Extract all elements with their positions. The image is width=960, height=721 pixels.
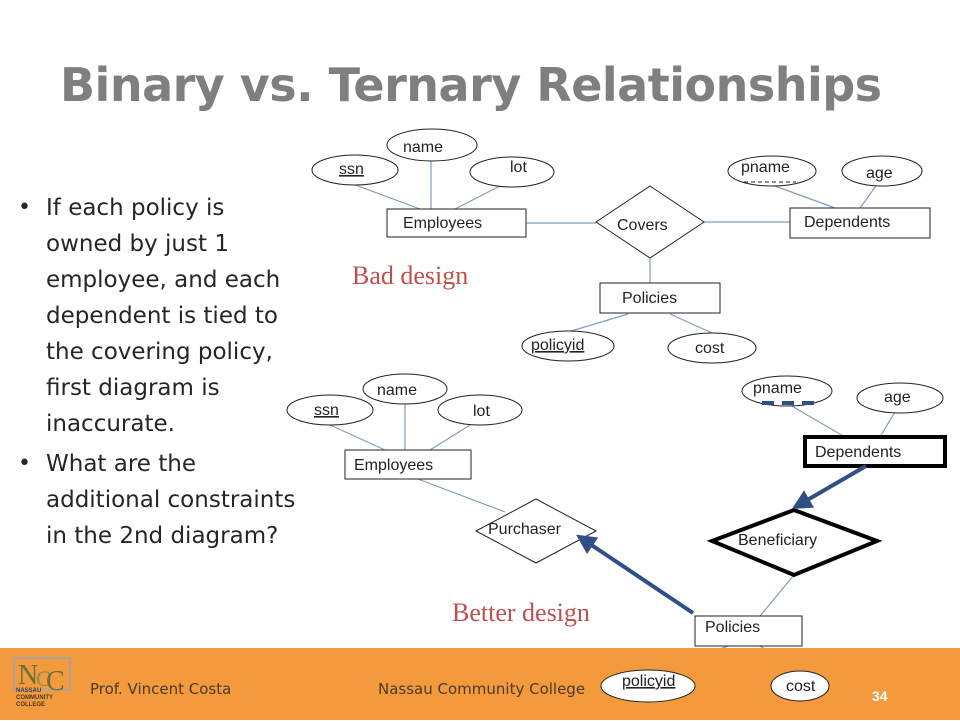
relationship-beneficiary bbox=[706, 507, 883, 578]
attribute-age-label: age bbox=[866, 165, 893, 182]
slide-title: Binary vs. Ternary Relationships bbox=[60, 58, 882, 112]
attribute-pname bbox=[727, 155, 817, 187]
entity-policies-label: Policies bbox=[705, 619, 760, 636]
connector-line bbox=[774, 185, 836, 209]
footer-diagram-tail: policyid cost bbox=[600, 669, 830, 703]
entity-dependents-label: Dependents bbox=[804, 214, 890, 231]
key-constraint-arrow bbox=[576, 534, 695, 615]
attribute-ssn-label: ssn bbox=[314, 402, 339, 419]
attribute-policyid-label: policyid bbox=[622, 673, 675, 690]
entity-dependents-label: Dependents bbox=[815, 444, 901, 461]
attribute-name bbox=[386, 128, 478, 162]
attribute-lot bbox=[437, 394, 523, 426]
attribute-lot-label: lot bbox=[510, 159, 527, 176]
footer-college: Nassau Community College bbox=[378, 680, 586, 698]
entity-employees-label: Employees bbox=[403, 215, 482, 232]
entity-employees bbox=[386, 208, 527, 238]
connector-line bbox=[759, 574, 795, 617]
attribute-age bbox=[856, 382, 944, 414]
attribute-pname bbox=[741, 375, 833, 407]
attribute-ssn-label: ssn bbox=[339, 161, 364, 178]
entity-policies-label: Policies bbox=[622, 290, 677, 307]
relationship-purchaser-label: Purchaser bbox=[488, 521, 562, 538]
attribute-pname-label: pname bbox=[753, 380, 802, 397]
connector-line bbox=[329, 424, 386, 451]
attribute-policyid bbox=[600, 669, 696, 703]
attribute-age-label: age bbox=[884, 389, 911, 406]
entity-employees bbox=[344, 449, 472, 480]
entity-dependents bbox=[803, 435, 947, 468]
attribute-lot-label: lot bbox=[473, 403, 490, 420]
footer-bar: N C C NASSAU COMMUNITY COLLEGE Prof. Vin… bbox=[0, 648, 960, 720]
svg-text:N: N bbox=[18, 660, 38, 691]
attribute-name bbox=[362, 373, 448, 405]
college-logo-text: NASSAU COMMUNITY COLLEGE bbox=[16, 688, 53, 708]
attribute-cost-label: cost bbox=[695, 340, 725, 357]
attribute-policyid bbox=[521, 330, 615, 362]
bullet-list: If each policy is owned by just 1 employ… bbox=[14, 190, 304, 558]
attribute-lot bbox=[469, 156, 555, 188]
caption-bad-design: Bad design bbox=[352, 261, 468, 290]
entity-policies bbox=[694, 615, 803, 647]
connector-line bbox=[879, 411, 896, 438]
attribute-cost-label: cost bbox=[786, 678, 816, 695]
attribute-ssn bbox=[286, 394, 374, 426]
college-logo-mark: N C C bbox=[13, 657, 71, 697]
connector-line bbox=[859, 182, 879, 209]
connector-line bbox=[789, 404, 846, 438]
bottom-diagram: name ssn lot pname age Employees Depende… bbox=[286, 373, 947, 672]
attribute-cost bbox=[770, 670, 830, 702]
entity-policies bbox=[599, 282, 721, 314]
bullet-item: What are the additional constraints in t… bbox=[14, 446, 304, 554]
relationship-covers bbox=[595, 185, 705, 259]
connector-line bbox=[567, 313, 629, 333]
caption-better-design: Better design bbox=[452, 598, 590, 627]
relationship-beneficiary-label: Beneficiary bbox=[738, 532, 817, 549]
bullet-item: If each policy is owned by just 1 employ… bbox=[14, 190, 304, 442]
college-logo: N C C bbox=[12, 654, 82, 716]
key-constraint-arrow bbox=[791, 464, 868, 510]
attribute-cost bbox=[667, 332, 757, 364]
entity-dependents bbox=[789, 207, 931, 239]
svg-text:C: C bbox=[46, 666, 65, 697]
entity-employees-label: Employees bbox=[354, 457, 433, 474]
connector-line bbox=[669, 313, 713, 334]
page-number: 34 bbox=[872, 688, 888, 704]
attribute-policyid-label: policyid bbox=[531, 337, 584, 354]
attribute-pname-label: pname bbox=[741, 159, 790, 176]
top-diagram: name ssn lot pname age Employees Depende… bbox=[311, 128, 931, 364]
attribute-name-label: name bbox=[403, 139, 443, 156]
connector-line bbox=[417, 478, 506, 513]
svg-text:C: C bbox=[36, 666, 51, 691]
relationship-purchaser bbox=[474, 498, 598, 564]
relationship-covers-label: Covers bbox=[617, 217, 668, 234]
connector-line bbox=[429, 424, 471, 451]
connector-line bbox=[349, 182, 421, 210]
attribute-name-label: name bbox=[377, 382, 417, 399]
footer-author: Prof. Vincent Costa bbox=[90, 680, 232, 698]
attribute-ssn bbox=[311, 154, 399, 186]
attribute-age bbox=[841, 155, 923, 187]
connector-line bbox=[454, 185, 501, 210]
